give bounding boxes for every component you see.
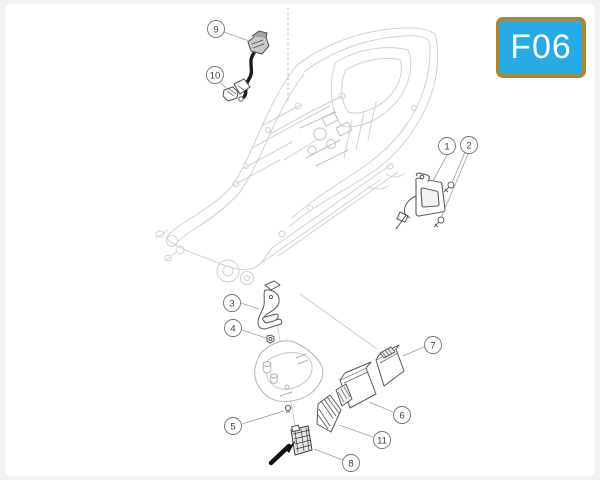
callout-number: 7 <box>430 340 435 351</box>
callout-number: 2 <box>466 140 471 151</box>
callout-circle[interactable] <box>206 66 224 84</box>
part-ecu-1 <box>395 172 446 230</box>
callout-circle[interactable] <box>342 454 360 472</box>
callout-circle[interactable] <box>424 336 442 354</box>
callout-number: 10 <box>210 70 221 81</box>
part-nut-4 <box>266 334 275 344</box>
callout-leader-line <box>241 329 267 339</box>
callout-leader-line <box>241 410 285 425</box>
sensor-cable <box>242 51 256 99</box>
callout-number: 3 <box>229 298 234 309</box>
callout-circle[interactable] <box>393 406 411 424</box>
callout-circle[interactable] <box>460 136 478 154</box>
callout-10[interactable]: 10 <box>206 66 229 91</box>
callout-leader-line <box>432 154 448 182</box>
callout-7[interactable]: 7 <box>402 336 442 357</box>
callout-11[interactable]: 11 <box>338 424 391 449</box>
part-screws-2 <box>433 181 455 228</box>
callout-leader-line <box>240 302 260 310</box>
holder-plate-artwork <box>254 340 324 402</box>
callout-5[interactable]: 5 <box>224 410 285 435</box>
callout-number: 11 <box>377 435 387 446</box>
callout-circle[interactable] <box>223 294 241 312</box>
part-bracket-3 <box>257 280 283 330</box>
part-sensor-9 <box>233 30 270 102</box>
callout-4[interactable]: 4 <box>224 319 267 339</box>
callout-circle[interactable] <box>224 417 242 435</box>
page-code-label: F06 <box>510 28 572 66</box>
engine-detail-artwork <box>299 111 353 167</box>
part-connector-8 <box>268 424 313 466</box>
callout-leader-line <box>440 153 469 219</box>
part-rubber-boot-11 <box>316 394 342 433</box>
page-code-badge: F06 <box>496 17 586 78</box>
part-bushing-10 <box>222 86 239 102</box>
callout-number: 5 <box>230 421 235 432</box>
part-rivet-5 <box>284 404 292 413</box>
motorcycle-frame-artwork <box>155 27 439 285</box>
part-control-unit-6 <box>335 361 377 409</box>
callout-number: 1 <box>444 141 449 152</box>
callout-circle[interactable] <box>224 319 242 337</box>
callout-leader-line <box>338 424 374 438</box>
callout-number: 4 <box>230 323 235 334</box>
callout-number: 8 <box>348 458 353 469</box>
callout-9[interactable]: 9 <box>207 20 250 42</box>
callout-1[interactable]: 1 <box>432 137 456 182</box>
callout-8[interactable]: 8 <box>313 448 360 472</box>
callout-leader-line <box>313 448 344 461</box>
callout-3[interactable]: 3 <box>223 294 260 312</box>
part-relay-7 <box>375 344 405 387</box>
callout-leader-line <box>451 151 466 184</box>
callout-number: 6 <box>399 410 404 421</box>
callout-leader-line <box>402 346 425 357</box>
callout-6[interactable]: 6 <box>368 401 411 424</box>
callout-leader-line <box>368 401 394 413</box>
callout-leader-line <box>219 81 229 91</box>
callout-circle[interactable] <box>373 431 391 449</box>
callout-circle[interactable] <box>207 20 225 38</box>
callout-number: 9 <box>213 24 218 35</box>
callout-leader-line <box>223 31 250 42</box>
callout-circle[interactable] <box>438 137 456 155</box>
callout-2[interactable]: 2 <box>440 136 478 219</box>
pointer-arrow-icon <box>268 440 296 466</box>
